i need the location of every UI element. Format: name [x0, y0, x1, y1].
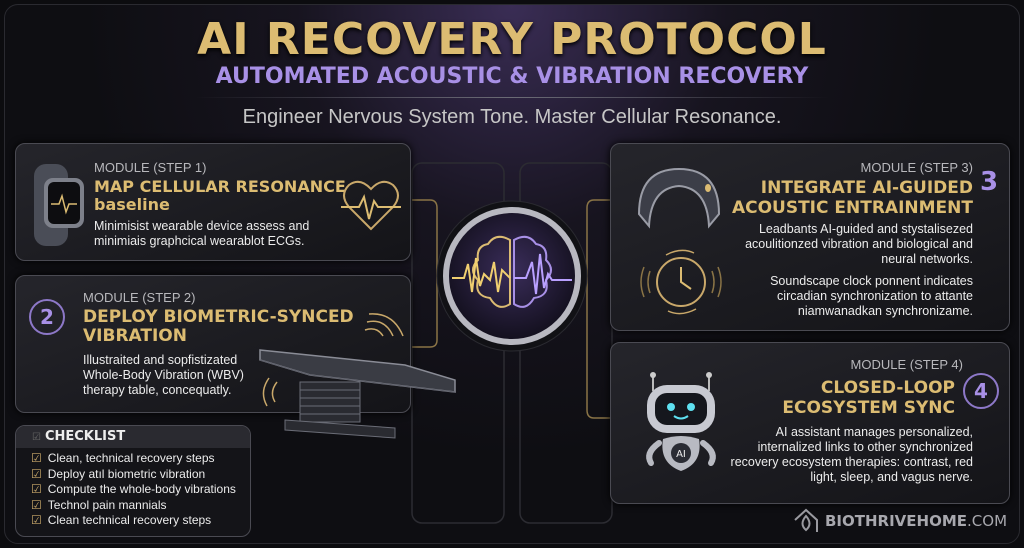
checklist-item[interactable]: ☑ Clean, technical recovery steps: [31, 451, 250, 467]
checklist-header: ☑CHECKLIST: [16, 426, 250, 448]
brand-name: BIOTHRIVEHOME: [825, 512, 968, 530]
module-card-3: MODULE (STEP 3) 3 INTEGRATE AI-GUIDED AC…: [610, 143, 1010, 331]
module-title-line1: INTEGRATE AI-GUIDED: [760, 178, 973, 198]
module-description: AI assistant manages personalized, inter…: [730, 425, 973, 484]
module-label: MODULE (STEP 2): [83, 290, 196, 305]
checklist-panel: ☑CHECKLIST ☑Clean, technical recovery st…: [15, 425, 251, 537]
module-description-2: Soundscape clock ponnent indicates circa…: [770, 274, 973, 318]
step-number-badge: 3: [979, 167, 999, 197]
brain-waveform-emblem: [436, 200, 588, 352]
checklist-item[interactable]: ☑ Clean technical recovery steps: [31, 513, 250, 529]
module-description: Leadbants AI-guided and stystalisezed ac…: [745, 222, 973, 266]
brand-suffix: .COM: [967, 512, 1008, 530]
module-title: INTEGRATE AI-GUIDED ACOUSTIC ENTRAINMENT: [732, 178, 973, 218]
checklist-item-label: Technol pain mannials: [47, 497, 167, 512]
module-description: Illustraited and sopfistizated Whole-Bod…: [83, 353, 244, 397]
checklist-item[interactable]: ☑ Compute the whole-body vibrations: [31, 482, 250, 498]
module-title-line2: baseline: [94, 195, 170, 214]
brand-logo[interactable]: BIOTHRIVEHOME.COM: [793, 508, 1007, 534]
tagline: Engineer Nervous System Tone. Master Cel…: [242, 106, 782, 128]
module-label: MODULE (STEP 3): [860, 160, 973, 175]
checklist-item[interactable]: ☑ Deploy atıl biometric vibration: [31, 467, 250, 483]
checkbox-icon: ☑: [32, 432, 41, 443]
vibration-table-icon: [259, 313, 456, 439]
module-title: CLOSED-LOOP ECOSYSTEM SYNC: [782, 378, 955, 418]
step-number-badge: 2: [29, 299, 65, 335]
module-label: MODULE (STEP 4): [850, 357, 963, 372]
module-title-line2: ECOSYSTEM SYNC: [782, 398, 955, 418]
checkbox-checked-icon: ☑: [31, 482, 42, 496]
divider: [195, 97, 829, 98]
checklist-item-label: Clean, technical recovery steps: [47, 451, 215, 465]
module-title-line2: ACOUSTIC ENTRAINMENT: [731, 198, 973, 218]
leaf-house-icon: [794, 508, 818, 532]
checklist-item-label: Compute the whole-body vibrations: [47, 482, 236, 496]
step-number-badge: 4: [963, 373, 999, 409]
module-title-line1: MAP CELLULAR RESONANCE: [94, 177, 346, 196]
module-title-line2: VIBRATION: [83, 326, 187, 346]
smartwatch-icon: [34, 164, 84, 246]
checklist-item[interactable]: ☑ Technol pain mannials: [31, 498, 250, 514]
robot-badge: AI: [676, 449, 686, 460]
module-title: MAP CELLULAR RESONANCE baseline: [94, 178, 346, 214]
module-title-line1: DEPLOY BIOMETRIC-SYNCED: [83, 307, 354, 327]
page-subtitle: AUTOMATED ACOUSTIC & VIBRATION RECOVERY: [215, 64, 809, 89]
heart-pulse-icon: [341, 180, 401, 231]
headband-icon: [637, 167, 721, 229]
module-title-line1: CLOSED-LOOP: [820, 378, 955, 398]
module-label: MODULE (STEP 1): [94, 160, 207, 175]
checkbox-checked-icon: ☑: [31, 451, 42, 465]
robot-icon: AI: [646, 372, 716, 471]
checkbox-checked-icon: ☑: [31, 466, 42, 481]
module-description: Minimisist wearable device assess and mi…: [94, 219, 310, 248]
clock-sync-icon: [640, 249, 722, 315]
page-title: AI RECOVERY PROTOCOL: [197, 14, 827, 65]
checkbox-checked-icon: ☑: [31, 513, 42, 527]
checklist-item-label: Clean technical recovery steps: [47, 513, 212, 527]
checklist-title: CHECKLIST: [44, 429, 126, 444]
module-title: DEPLOY BIOMETRIC-SYNCED VIBRATION: [83, 308, 354, 346]
module-card-1: MODULE (STEP 1) MAP CELLULAR RESONANCE b…: [15, 143, 411, 261]
checklist-item-label: Deploy atıl biometric vibration: [47, 466, 206, 481]
checkbox-checked-icon: ☑: [31, 497, 42, 512]
module-card-4: AI MODULE (STEP 4) 4 CLOSED-LOOP ECOSYST…: [610, 342, 1010, 504]
